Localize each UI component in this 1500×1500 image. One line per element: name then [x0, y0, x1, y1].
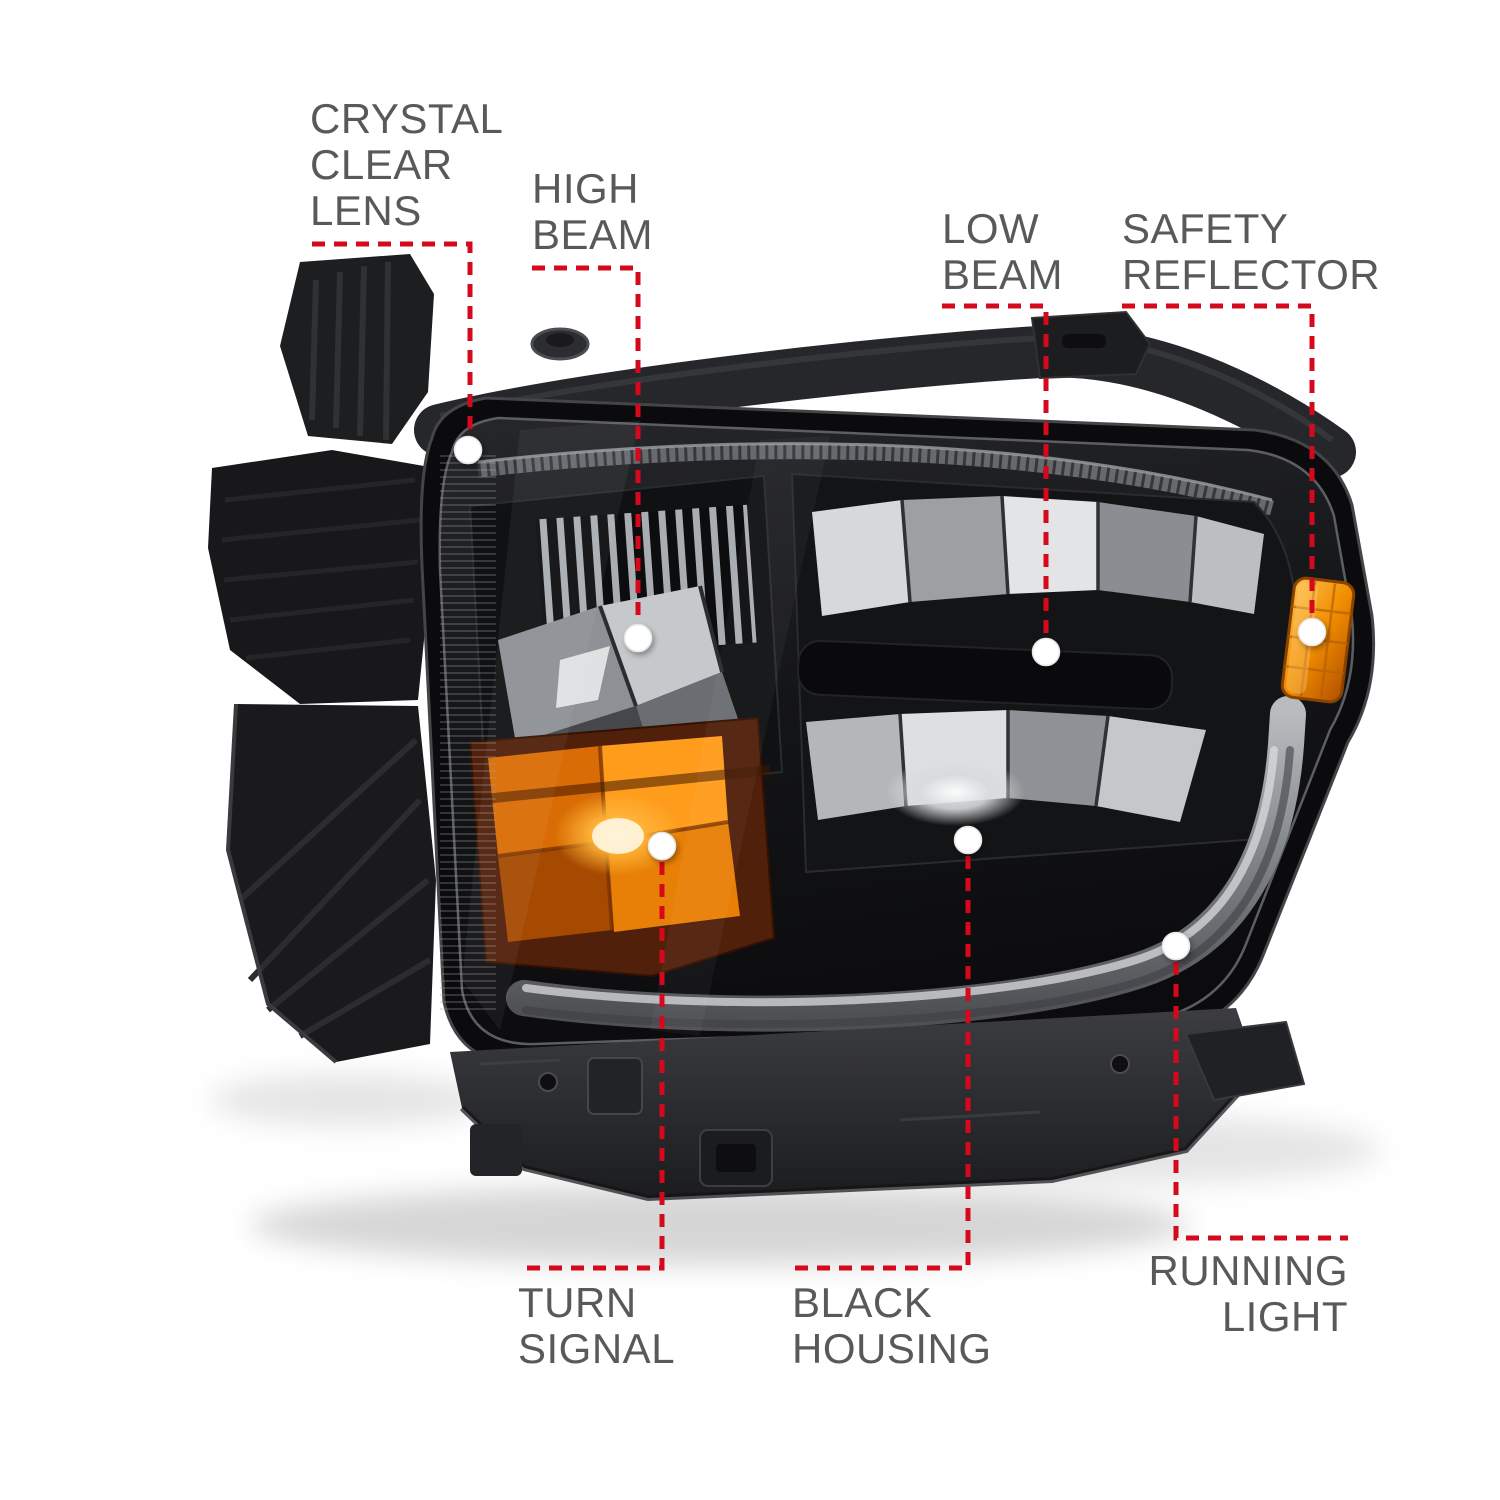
- mounting-bracket-left: [208, 450, 436, 1064]
- callout-label-line: CLEAR: [310, 141, 453, 188]
- leader-line-low-beam: [942, 303, 1049, 638]
- callout-label-running-light: RUNNING LIGHT: [1149, 1248, 1349, 1340]
- callout-label-line: TURN: [518, 1279, 637, 1326]
- running-light-bar: [506, 696, 1306, 1032]
- callout-label-line: LIGHT: [1221, 1293, 1348, 1340]
- callout-label-line: BEAM: [942, 251, 1064, 298]
- callout-label-crystal-clear-lens: CRYSTAL CLEAR LENS: [310, 96, 503, 234]
- callout-label-line: HIGH: [532, 165, 639, 212]
- marker-safety-reflector: [1297, 617, 1327, 647]
- callout-label-line: SAFETY: [1122, 205, 1289, 252]
- callout-label-line: LENS: [310, 187, 422, 234]
- low-beam-shield-bar: [796, 639, 1174, 711]
- callout-label-line: SIGNAL: [518, 1325, 676, 1372]
- callout-label-safety-reflector: SAFETY REFLECTOR: [1122, 206, 1380, 298]
- upper-drl-strip: [477, 442, 1274, 516]
- mounting-tab-bottom-right: [1184, 1020, 1306, 1102]
- leader-line-safety-reflector: [1122, 303, 1315, 618]
- turn-signal-lens: [468, 716, 776, 978]
- marker-high-beam: [623, 623, 653, 653]
- callout-label-turn-signal: TURN SIGNAL: [518, 1280, 675, 1372]
- callout-label-line: CRYSTAL: [310, 95, 504, 142]
- marker-turn-signal: [647, 831, 677, 861]
- callout-markers: [453, 435, 1327, 961]
- mounting-bracket-top-left: [280, 254, 434, 444]
- turn-signal-bulb: [592, 818, 644, 854]
- leader-line-running-light: [1173, 962, 1348, 1241]
- marker-running-light: [1161, 931, 1191, 961]
- leader-line-black-housing: [792, 856, 971, 1271]
- marker-crystal-clear-lens: [453, 435, 483, 465]
- callout-label-line: HOUSING: [792, 1325, 992, 1372]
- callout-label-low-beam: LOW BEAM: [942, 206, 1063, 298]
- top-trim: [414, 310, 1356, 478]
- callout-label-line: RUNNING: [1148, 1247, 1348, 1294]
- low-beam-reflector: [790, 472, 1298, 874]
- callout-label-line: BEAM: [532, 211, 654, 258]
- leader-lines: [312, 241, 1348, 1271]
- black-housing-base: [450, 1008, 1306, 1202]
- marker-black-housing: [953, 825, 983, 855]
- leader-line-crystal-clear-lens: [312, 241, 473, 438]
- lens-sheen: [440, 420, 830, 1036]
- callout-label-line: LOW: [942, 205, 1040, 252]
- callout-label-high-beam: HIGH BEAM: [532, 166, 653, 258]
- leader-line-turn-signal: [518, 862, 665, 1271]
- callout-label-black-housing: BLACK HOUSING: [792, 1280, 992, 1372]
- callout-label-line: REFLECTOR: [1122, 251, 1381, 298]
- marker-low-beam: [1031, 637, 1061, 667]
- callout-label-line: BLACK: [792, 1279, 933, 1326]
